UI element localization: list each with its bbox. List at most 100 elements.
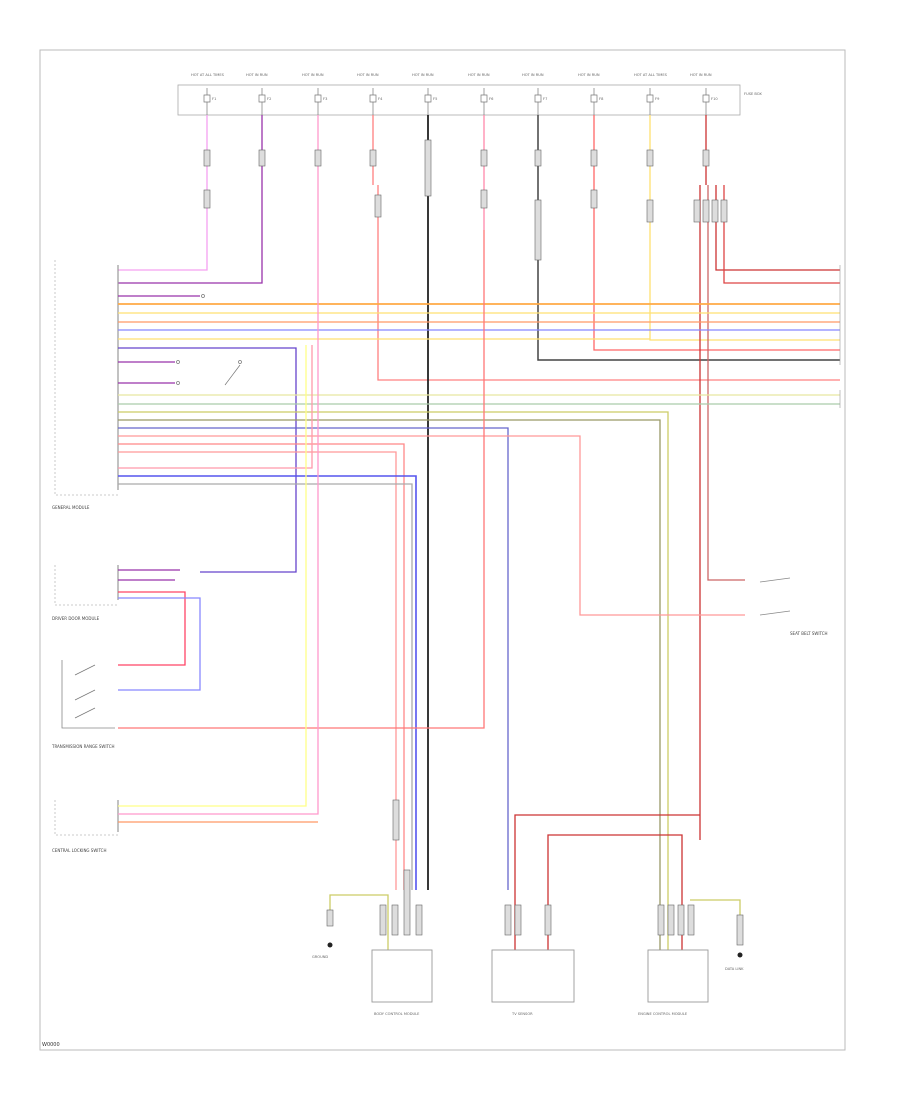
connector-stub <box>657 904 665 936</box>
fuse-name: F5 <box>433 97 437 101</box>
fuse-header-label: HOT IN RUN <box>357 73 379 77</box>
fuse-name: F3 <box>323 97 327 101</box>
fuse-header-label: HOT IN RUN <box>690 73 712 77</box>
switch-contact <box>201 294 205 298</box>
connector-stub <box>736 914 744 946</box>
wire-gm-21 <box>118 475 417 890</box>
ground-connector <box>326 909 334 927</box>
connector-stub <box>711 199 719 223</box>
connector-stub <box>392 799 400 841</box>
connector-stub <box>203 149 211 167</box>
connector-stub <box>203 189 211 209</box>
fuse-icon <box>534 88 542 115</box>
tv-sensor: TV SENSOR <box>491 949 575 1016</box>
fuse-header-label: HOT IN RUN <box>412 73 434 77</box>
diagram-frame <box>39 49 846 1051</box>
door-module-label: DRIVER DOOR MODULE <box>52 616 100 621</box>
fuse-icon <box>369 88 377 115</box>
fuse-header-label: HOT IN RUN <box>302 73 324 77</box>
fuse-name: F9 <box>655 97 660 101</box>
wire-feed-10d <box>707 185 745 581</box>
central-locking: CENTRAL LOCKING SWITCH <box>52 800 119 853</box>
wire-gm-18 <box>118 443 405 890</box>
connector-stub <box>504 904 512 936</box>
central-locking-outline <box>54 800 118 836</box>
fuse-name: F8 <box>599 97 604 101</box>
fuse-icon <box>258 88 266 115</box>
connector-stub <box>590 149 598 167</box>
seat-belt-switch: SEAT BELT SWITCH <box>759 577 828 636</box>
corner-label: W0000 <box>42 1042 60 1048</box>
wire-feed-8 <box>593 115 840 351</box>
seat-belt-switch-contact <box>759 577 791 616</box>
connector-stub <box>677 904 685 936</box>
wire-door-4 <box>118 597 201 691</box>
transmission-switch-outline <box>61 660 115 729</box>
connector-stub <box>667 904 675 936</box>
door-module-outline <box>54 565 118 606</box>
bottom-connectors <box>379 799 744 946</box>
wire-feed-4b <box>377 185 840 381</box>
door-module: DRIVER DOOR MODULE <box>52 565 119 621</box>
connector-stub <box>687 904 695 936</box>
connector-stub <box>646 199 654 223</box>
switch-arm <box>224 364 241 386</box>
fuse-name: F10 <box>711 97 718 101</box>
fuse-feed-wires <box>118 115 840 890</box>
connector-stub <box>415 904 423 936</box>
connector-stub <box>379 904 387 936</box>
wire-ecm-3 <box>690 899 741 935</box>
transmission-switch-contacts <box>74 664 96 719</box>
tv-sensor-label: TV SENSOR <box>511 1012 533 1016</box>
gm-switch-symbols <box>176 294 242 386</box>
fuse-header-label: HOT IN RUN <box>522 73 544 77</box>
fuse-name: F1 <box>212 97 216 101</box>
seat-belt-switch-label: SEAT BELT SWITCH <box>790 631 828 636</box>
fuse-name: F7 <box>543 97 547 101</box>
connector-stub <box>480 189 488 209</box>
fuse-icon <box>480 88 488 115</box>
wire-feed-10a <box>715 185 840 271</box>
engine-control-label: ENGINE CONTROL MODULE <box>638 1012 688 1016</box>
ground-label: GROUND <box>312 955 328 959</box>
wire-feed-9 <box>649 115 840 341</box>
wire-bcm-ground <box>329 894 389 950</box>
wire-door-3 <box>118 591 186 666</box>
wire-cl-1 <box>118 345 307 807</box>
connector-stub <box>693 199 701 223</box>
switch-contact <box>176 381 180 385</box>
wire-feed-10b <box>723 185 840 284</box>
wire-gm-15 <box>118 419 661 870</box>
fuse-icon <box>424 88 432 115</box>
engine-control-module: ENGINE CONTROL MODULE <box>638 949 709 1016</box>
transmission-switch-wires <box>118 230 485 729</box>
wire-feed-1 <box>118 115 208 271</box>
wire-gm-17 <box>118 435 745 616</box>
connector-stub <box>590 189 598 209</box>
connector-stub <box>534 199 542 261</box>
wire-feed-7 <box>537 115 840 361</box>
wire-trs-1 <box>118 230 485 729</box>
wire-gm-16 <box>118 427 509 890</box>
general-module-label: GENERAL MODULE <box>52 505 90 510</box>
fuse-header-label: HOT IN RUN <box>578 73 600 77</box>
central-locking-label: CENTRAL LOCKING SWITCH <box>52 848 107 853</box>
fuse-panel-label: FUSE BOX <box>744 92 762 96</box>
fuse-icon <box>646 88 654 115</box>
tv-sensor-box <box>491 949 575 1003</box>
wire-gm-22 <box>118 483 413 890</box>
fuse-icon <box>590 88 598 115</box>
fuse-header-label: HOT IN RUN <box>468 73 490 77</box>
transmission-switch: TRANSMISSION RANGE SWITCH <box>51 660 115 749</box>
connector-stub <box>646 149 654 167</box>
fuse-name: F4 <box>378 97 383 101</box>
connector-stub <box>374 194 382 218</box>
general-module-outline <box>54 260 118 496</box>
connector-stub <box>480 149 488 167</box>
data-link-label: DATA LINK <box>725 967 744 971</box>
wire-tv-2 <box>547 834 683 950</box>
fuse-name: F2 <box>267 97 271 101</box>
